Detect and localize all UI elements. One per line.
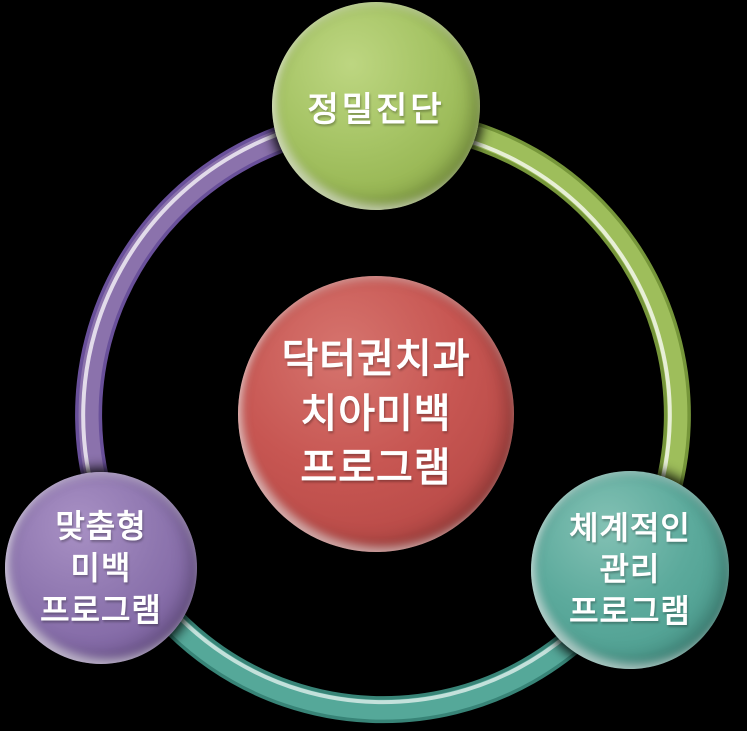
node-label-line: 관리 — [599, 551, 661, 588]
node-precision-diagnosis: 정밀진단 — [272, 2, 480, 210]
ring-gloss-green — [391, 126, 672, 552]
node-systematic-care-program: 체계적인 관리 프로그램 — [531, 471, 729, 669]
node-label: 정밀진단 — [307, 82, 444, 131]
node-label-line: 체계적인 — [569, 509, 691, 546]
node-label: 맞춤형 미백 프로그램 — [40, 505, 162, 632]
node-custom-whitening-program: 맞춤형 미백 프로그램 — [5, 472, 197, 664]
node-label-line: 프로그램 — [569, 592, 691, 629]
node-label-line: 정밀진단 — [307, 90, 445, 129]
node-label-line: 닥터권치과 — [281, 337, 471, 382]
node-label: 체계적인 관리 프로그램 — [569, 508, 691, 633]
node-label-line: 미백 — [70, 549, 132, 586]
node-label-line: 프로그램 — [40, 592, 162, 629]
node-label-line: 맞춤형 — [55, 507, 147, 544]
ring-gloss-teal — [140, 569, 617, 705]
node-center-program: 닥터권치과 치아미백 프로그램 — [238, 276, 514, 552]
node-label-line: 치아미백 — [300, 391, 452, 436]
node-label: 닥터권치과 치아미백 프로그램 — [282, 332, 471, 495]
node-label-line: 프로그램 — [300, 446, 452, 491]
